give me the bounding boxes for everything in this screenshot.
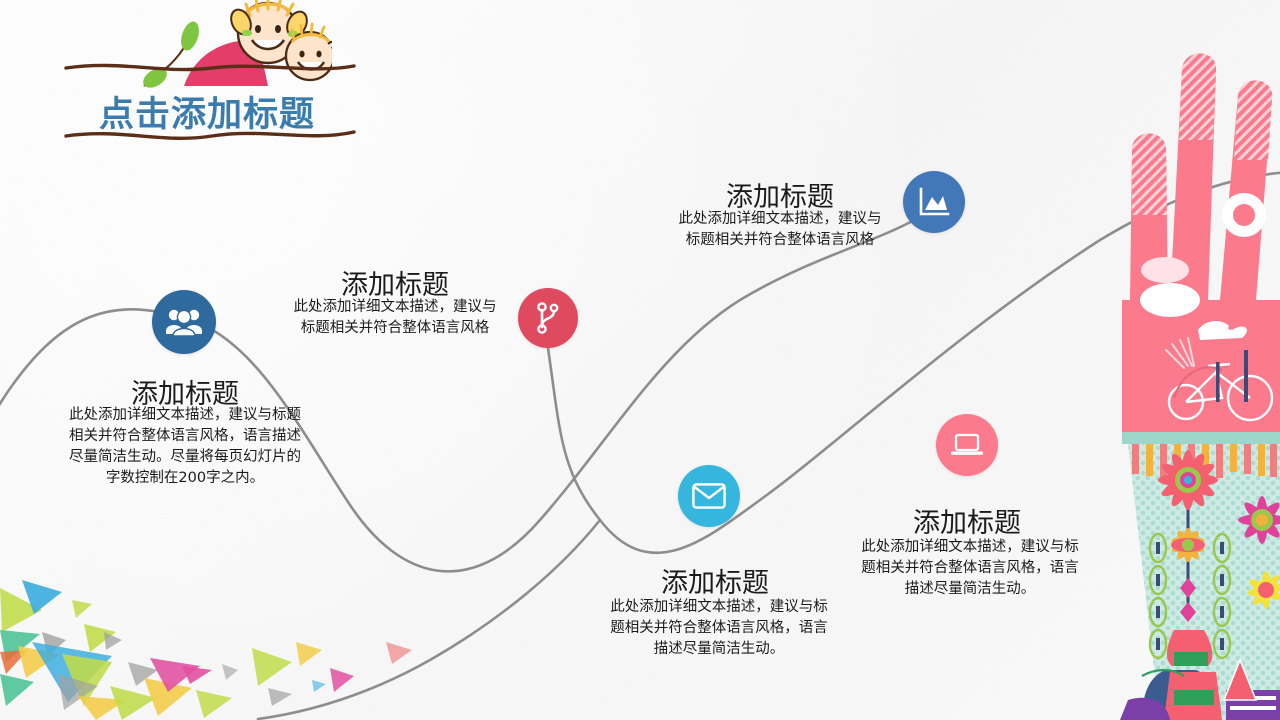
envelope-glyph (692, 483, 726, 509)
node-chart-title: 添加标题 (726, 182, 834, 213)
laptop-glyph (951, 433, 983, 455)
node-branch-body: 此处添加详细文本描述，建议与标题相关并符合整体语言风格 (293, 299, 497, 337)
title-banner-shape (64, 63, 356, 140)
node-laptop-body: 此处添加详细文本描述，建议与标题相关并符合整体语言风格，语言描述尽量简洁生动。 (861, 539, 1079, 598)
node-mail-title: 添加标题 (661, 568, 769, 599)
users-group-glyph (166, 309, 202, 337)
users-group-icon[interactable] (152, 290, 216, 354)
slide-title-group: 点击添加标题 (62, 0, 362, 160)
git-branch-icon[interactable] (518, 288, 578, 348)
node-branch-title: 添加标题 (341, 270, 449, 301)
git-branch-glyph (537, 302, 559, 334)
area-chart-icon[interactable] (903, 171, 965, 233)
node-chart-body: 此处添加详细文本描述，建议与标题相关并符合整体语言风格 (678, 211, 882, 249)
envelope-icon[interactable] (678, 465, 740, 527)
page-title: 点击添加标题 (98, 95, 315, 135)
area-chart-glyph (919, 187, 950, 216)
node-users-title: 添加标题 (131, 379, 239, 410)
colored-triangles-cluster (0, 580, 412, 720)
laptop-icon[interactable] (936, 414, 998, 476)
two-children-illustration (143, 0, 332, 88)
node-mail-body: 此处添加详细文本描述，建议与标题相关并符合整体语言风格，语言描述尽量简洁生动。 (610, 599, 828, 658)
pink-hand-illustration (1120, 53, 1280, 720)
node-users-body: 此处添加详细文本描述，建议与标题相关并符合整体语言风格，语言描述尽量简洁生动。尽… (69, 407, 301, 487)
node-laptop-title: 添加标题 (913, 508, 1021, 539)
